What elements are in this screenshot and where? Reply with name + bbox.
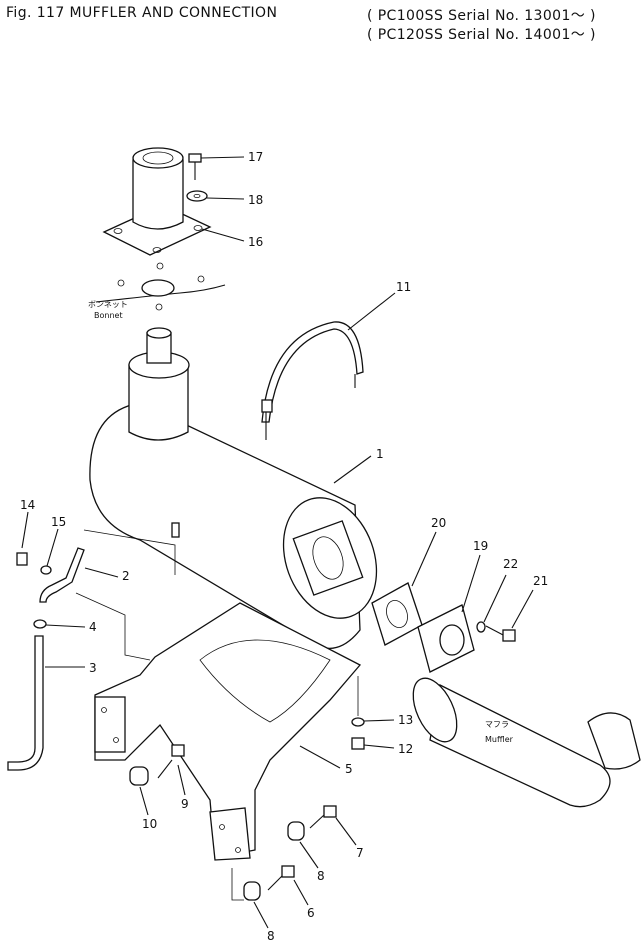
callout-15: 15	[51, 515, 66, 529]
muffler-label: Muffler	[485, 735, 514, 744]
part-20-gasket	[371, 531, 437, 646]
part-18-washer	[186, 190, 245, 202]
part-4-clamp	[33, 619, 86, 629]
part-6-bolt	[267, 865, 309, 906]
part-14-bolt	[16, 511, 29, 566]
callout-7: 7	[356, 846, 364, 860]
part-8-spacer-lower	[231, 868, 269, 929]
callout-3: 3	[89, 661, 97, 675]
callout-17: 17	[248, 150, 263, 164]
part-2-pipe	[39, 547, 119, 603]
callout-19: 19	[473, 539, 488, 553]
callout-20: 20	[431, 516, 446, 530]
serial-range-pc120ss: ( PC120SS Serial No. 14001〜 )	[367, 27, 596, 43]
callout-6: 6	[307, 906, 315, 920]
part-19-flange-pipe	[417, 554, 481, 673]
part-11-strap	[261, 292, 396, 440]
serial-range-pc100ss: ( PC100SS Serial No. 13001〜 )	[367, 8, 596, 24]
part-9-bolt	[157, 744, 186, 796]
callout-8-upper: 8	[317, 869, 325, 883]
part-22-washer	[476, 574, 507, 633]
callout-8-lower: 8	[267, 929, 275, 943]
bonnet-panel: ボンネット Bonnet	[88, 262, 226, 320]
figure-title: Fig. 117 MUFFLER AND CONNECTION	[6, 5, 278, 21]
callout-4: 4	[89, 620, 97, 634]
callout-9: 9	[181, 797, 189, 811]
callout-22: 22	[503, 557, 518, 571]
muffler-assembly: マフラ Muffler	[412, 677, 641, 808]
part-3-hose	[7, 635, 85, 771]
callout-13: 13	[398, 713, 413, 727]
callout-11: 11	[396, 280, 411, 294]
muffler-label-jp: マフラ	[485, 720, 509, 729]
part-16-outlet-pipe	[102, 147, 212, 256]
part-17-bolt	[188, 153, 245, 180]
callout-5: 5	[345, 762, 353, 776]
callout-21: 21	[533, 574, 548, 588]
bonnet-label-jp: ボンネット	[88, 300, 128, 309]
part-13-washer	[351, 676, 395, 727]
part-10-spacer	[129, 766, 149, 816]
callout-14: 14	[20, 498, 35, 512]
bonnet-label: Bonnet	[94, 311, 123, 320]
callout-12: 12	[398, 742, 413, 756]
part-5-bracket	[94, 602, 362, 861]
callout-16: 16	[248, 235, 263, 249]
part-1-muffler-drum	[89, 327, 378, 650]
part-15-washer	[40, 528, 59, 575]
part-21-bolt	[485, 589, 534, 642]
callout-2: 2	[122, 569, 130, 583]
part-8-spacer-upper	[287, 821, 319, 869]
callout-18: 18	[248, 193, 263, 207]
callout-10: 10	[142, 817, 157, 831]
part-7-bolt	[309, 805, 357, 846]
part-12-nut	[351, 737, 395, 750]
callout-1: 1	[376, 447, 384, 461]
